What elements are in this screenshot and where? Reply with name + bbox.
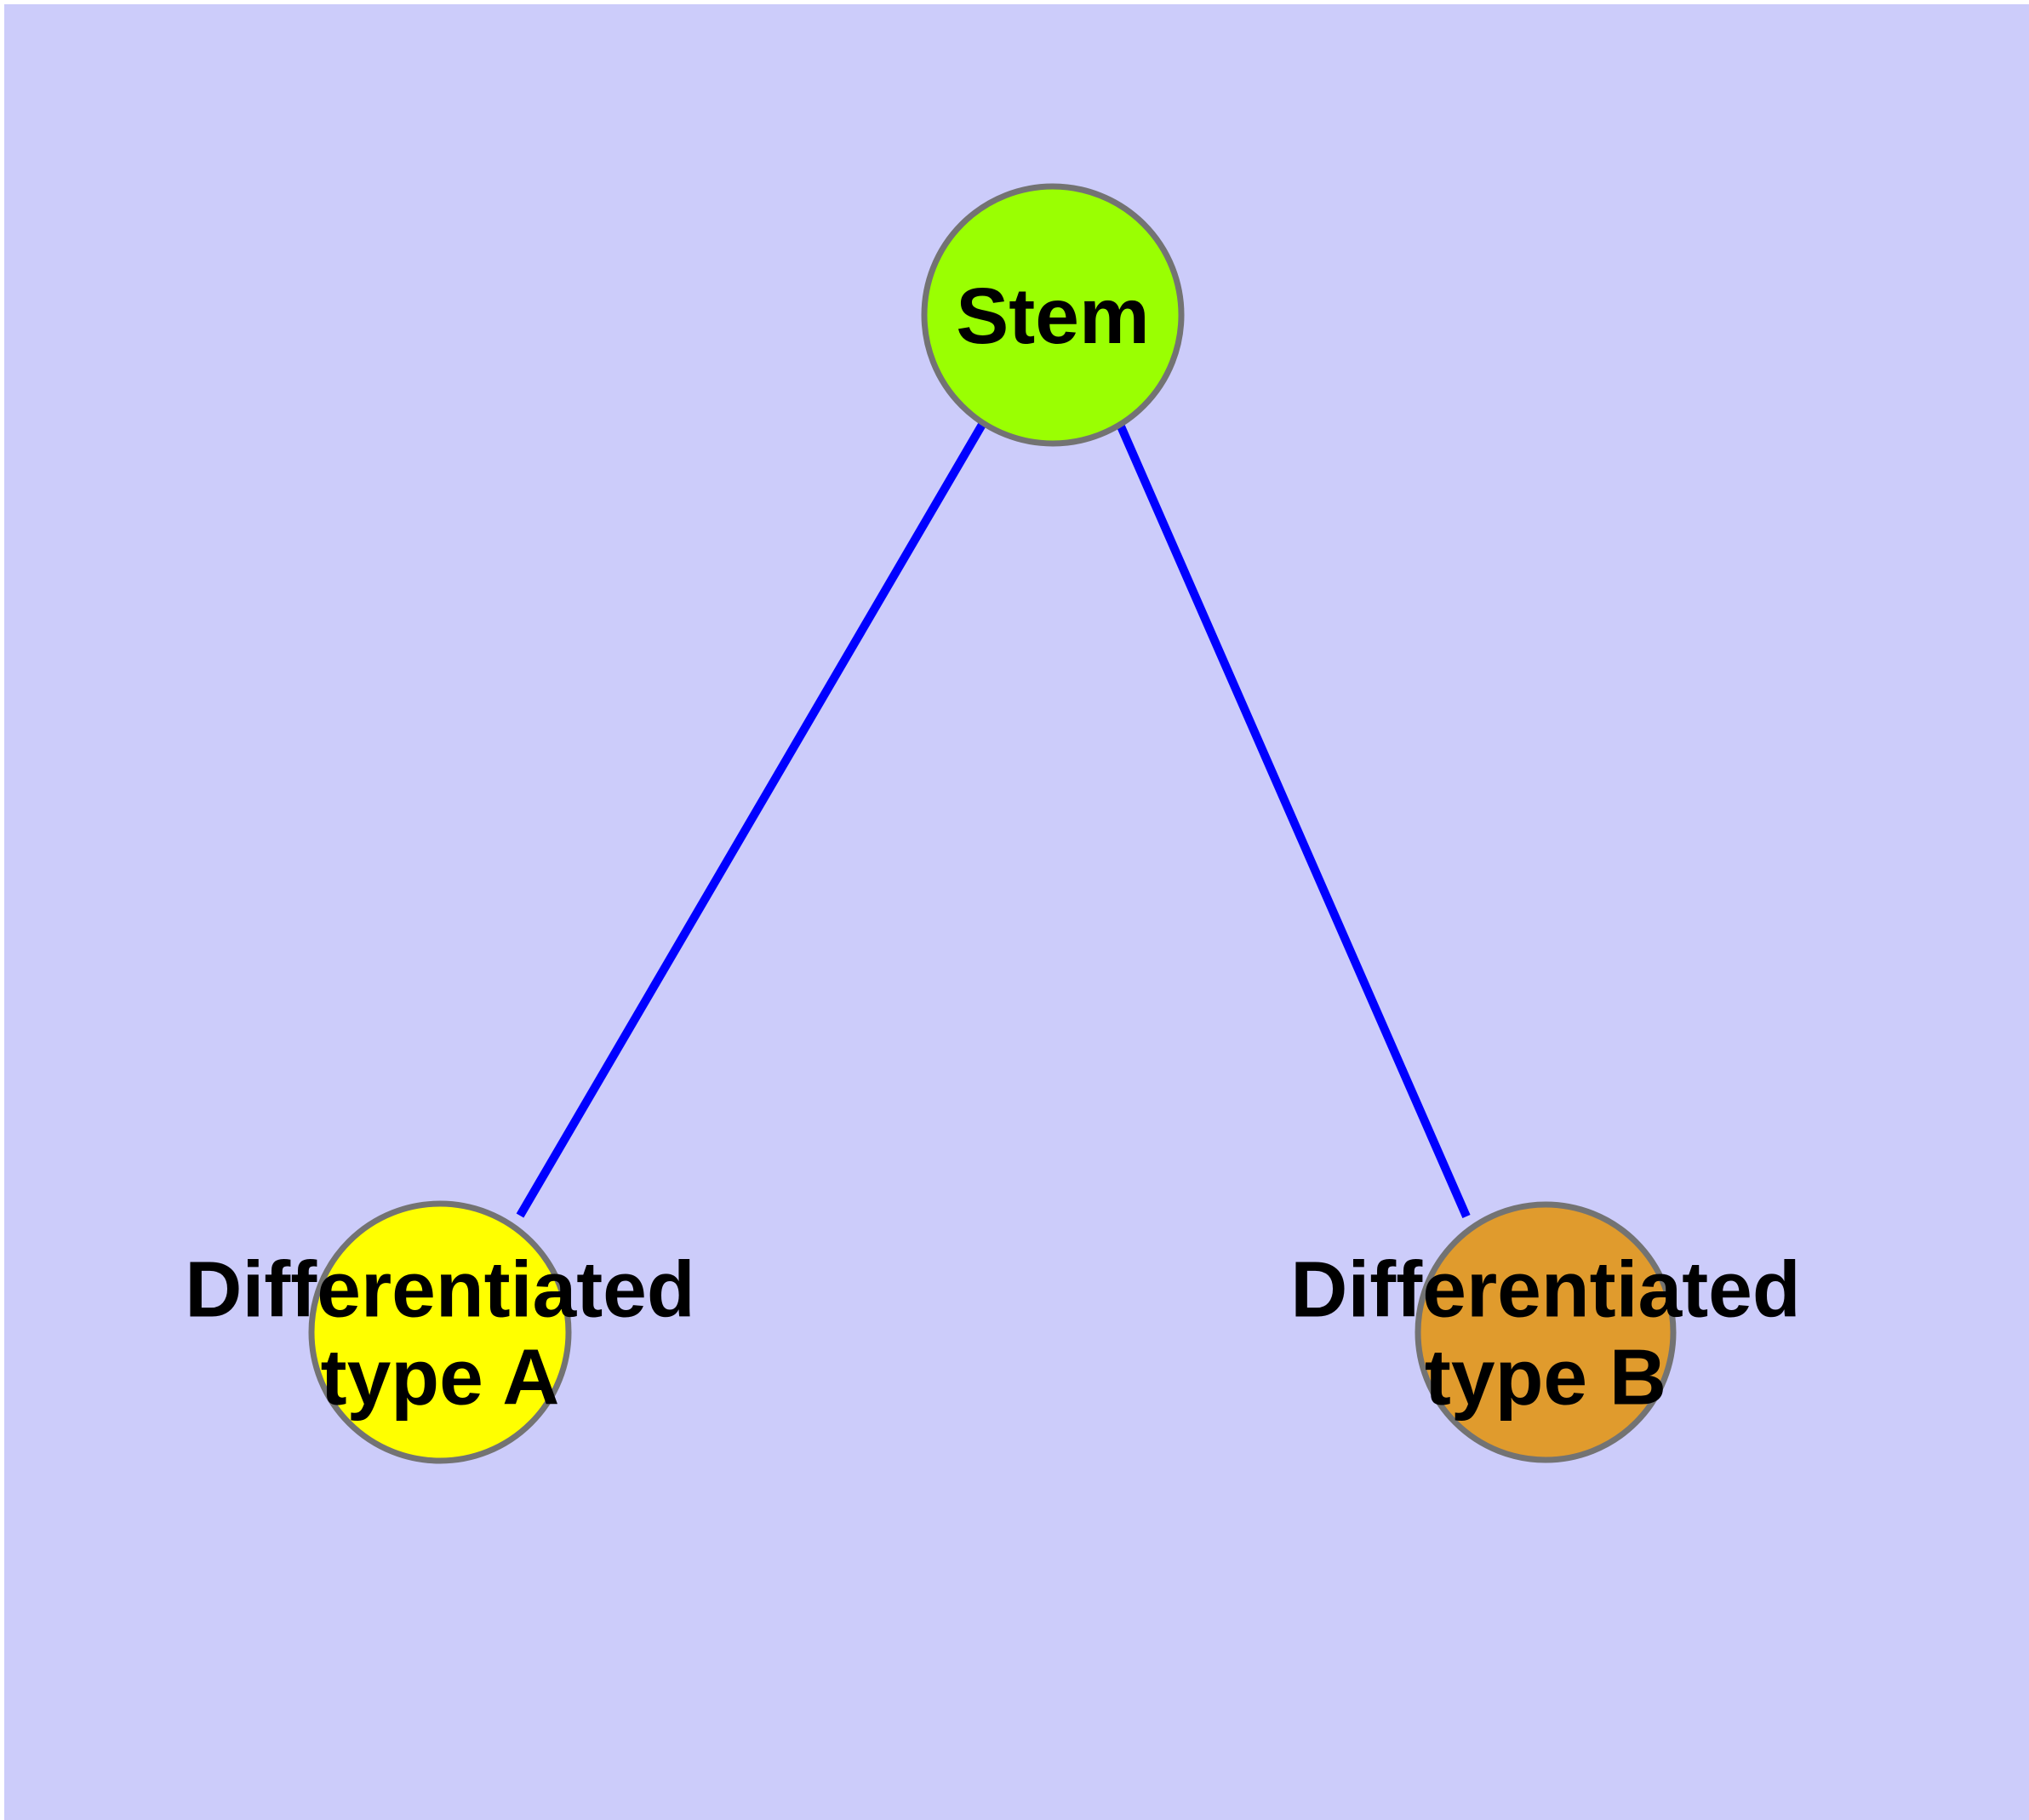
node-differentiated-type-b[interactable] xyxy=(1415,1201,1677,1463)
label-line: Differentiated xyxy=(1290,1245,1800,1334)
label-line: Differentiated xyxy=(185,1245,694,1334)
edge-stem-to-diff-b[interactable] xyxy=(1114,418,1471,1219)
node-stem-label: Stem xyxy=(956,272,1149,360)
nodes-layer xyxy=(308,183,1677,1464)
node-differentiated-type-a-circle[interactable] xyxy=(308,1200,572,1464)
node-stem-circle[interactable] xyxy=(921,183,1185,447)
label-line: type B xyxy=(1425,1333,1666,1422)
edges-layer xyxy=(516,418,1471,1219)
node-differentiated-type-b-circle[interactable] xyxy=(1415,1201,1677,1463)
node-differentiated-type-a[interactable] xyxy=(308,1200,572,1464)
label-line: Stem xyxy=(956,272,1149,360)
edge-stem-to-diff-a[interactable] xyxy=(516,421,987,1218)
label-line: type A xyxy=(321,1333,560,1422)
node-stem[interactable] xyxy=(921,183,1185,447)
